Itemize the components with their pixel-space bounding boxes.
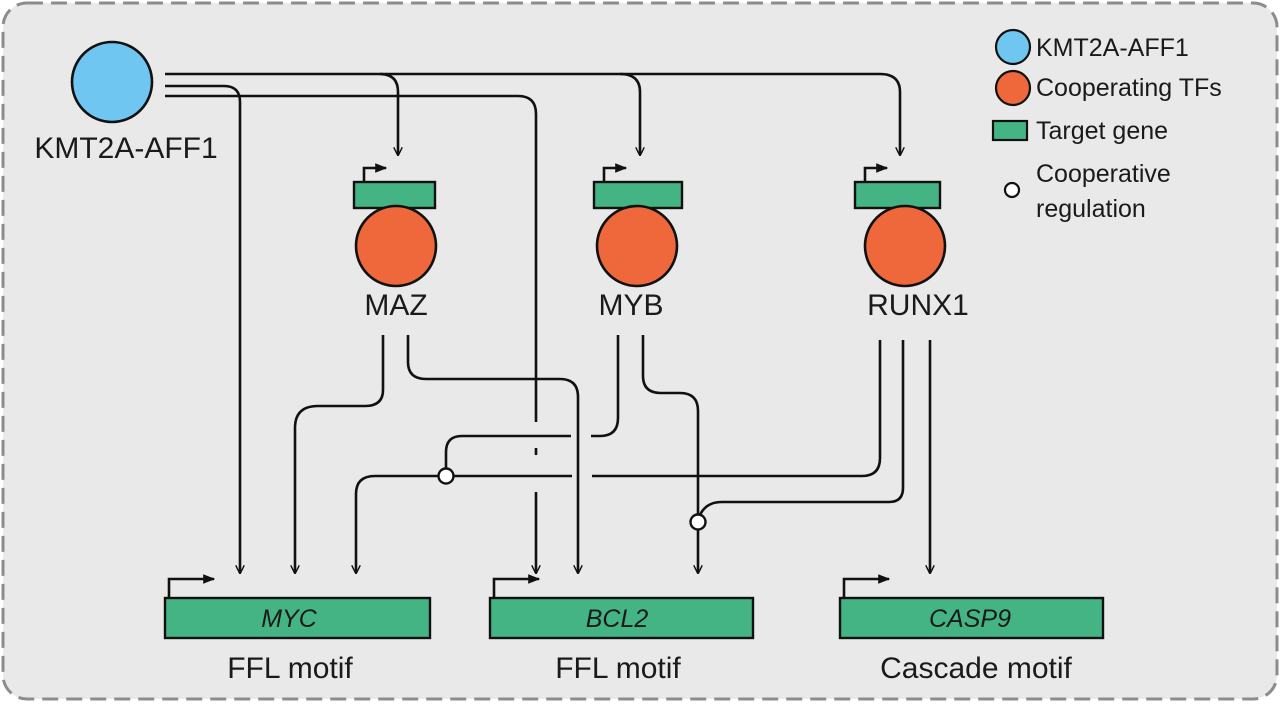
edge-runx1-to-bcl2 bbox=[698, 340, 905, 516]
edge-myb-to-bcl2 bbox=[641, 335, 698, 573]
tss-arrow-maz bbox=[362, 163, 388, 182]
legend-gene-label: Target gene bbox=[1036, 117, 1168, 145]
casp9-gene-box bbox=[838, 596, 1105, 640]
edge-maz-to-myc bbox=[295, 335, 385, 573]
cooperative-junction-bcl2 bbox=[689, 513, 707, 531]
legend-kmt2a-swatch bbox=[994, 28, 1032, 66]
tf-runx1: RUNX1 bbox=[853, 163, 969, 322]
maz-edges bbox=[295, 335, 578, 573]
edge-myb-cooperative bbox=[444, 335, 620, 468]
legend: KMT2A-AFF1 Cooperating TFs Target gene C… bbox=[991, 28, 1222, 223]
kmt2a-aff1-node bbox=[70, 40, 154, 124]
target-gene-myc: MYC FFL motif bbox=[163, 574, 432, 685]
myb-gene-box bbox=[592, 180, 684, 210]
edge-kmt2a-to-myc bbox=[165, 84, 240, 573]
legend-tf-label: Cooperating TFs bbox=[1036, 74, 1222, 102]
maz-node bbox=[354, 204, 438, 288]
bcl2-motif-label: FFL motif bbox=[555, 652, 681, 685]
tss-arrow-bcl2 bbox=[492, 574, 541, 598]
tf-myb: MYB bbox=[592, 163, 684, 322]
runx1-label: RUNX1 bbox=[867, 289, 969, 322]
edge-maz-to-bcl2 bbox=[406, 335, 578, 573]
tss-arrow-casp9 bbox=[842, 574, 891, 598]
casp9-motif-label: Cascade motif bbox=[880, 652, 1072, 685]
myc-gene-box bbox=[163, 596, 432, 640]
myb-label: MYB bbox=[598, 289, 663, 322]
runx1-edges bbox=[356, 340, 930, 573]
cooperative-junction-myc bbox=[437, 467, 455, 485]
bcl2-gene-label: BCL2 bbox=[586, 605, 649, 633]
myc-motif-label: FFL motif bbox=[227, 652, 353, 685]
kmt2a-aff1-label: KMT2A-AFF1 bbox=[34, 132, 217, 165]
runx1-gene-box bbox=[853, 180, 942, 210]
edge-kmt2a-to-bcl2-upper bbox=[165, 94, 538, 422]
kmt2a-edges bbox=[165, 72, 900, 573]
edge-kmt2a-to-runx1 bbox=[620, 72, 900, 155]
legend-coop-label-line1: Cooperative bbox=[1036, 160, 1171, 188]
tss-arrow-myc bbox=[167, 574, 216, 598]
legend-gene-swatch bbox=[991, 119, 1029, 142]
myb-edges bbox=[444, 335, 698, 573]
target-gene-bcl2: BCL2 FFL motif bbox=[488, 574, 755, 685]
tf-maz: MAZ bbox=[352, 163, 438, 322]
myc-gene-label: MYC bbox=[261, 605, 318, 633]
legend-coop-label-line2: regulation bbox=[1036, 195, 1146, 223]
runx1-node bbox=[863, 204, 947, 288]
tss-arrow-runx1 bbox=[863, 163, 889, 182]
legend-kmt2a-label: KMT2A-AFF1 bbox=[1036, 34, 1189, 62]
casp9-gene-label: CASP9 bbox=[929, 605, 1011, 633]
myb-node bbox=[595, 204, 679, 288]
tss-arrow-myb bbox=[602, 163, 628, 182]
legend-tf-swatch bbox=[994, 69, 1032, 107]
edge-runx1-to-myc bbox=[356, 340, 882, 573]
maz-gene-box bbox=[352, 180, 437, 210]
target-gene-casp9: CASP9 Cascade motif bbox=[838, 574, 1105, 685]
maz-label: MAZ bbox=[364, 289, 427, 322]
legend-coop-swatch bbox=[1003, 181, 1021, 199]
bcl2-gene-box bbox=[488, 596, 755, 640]
